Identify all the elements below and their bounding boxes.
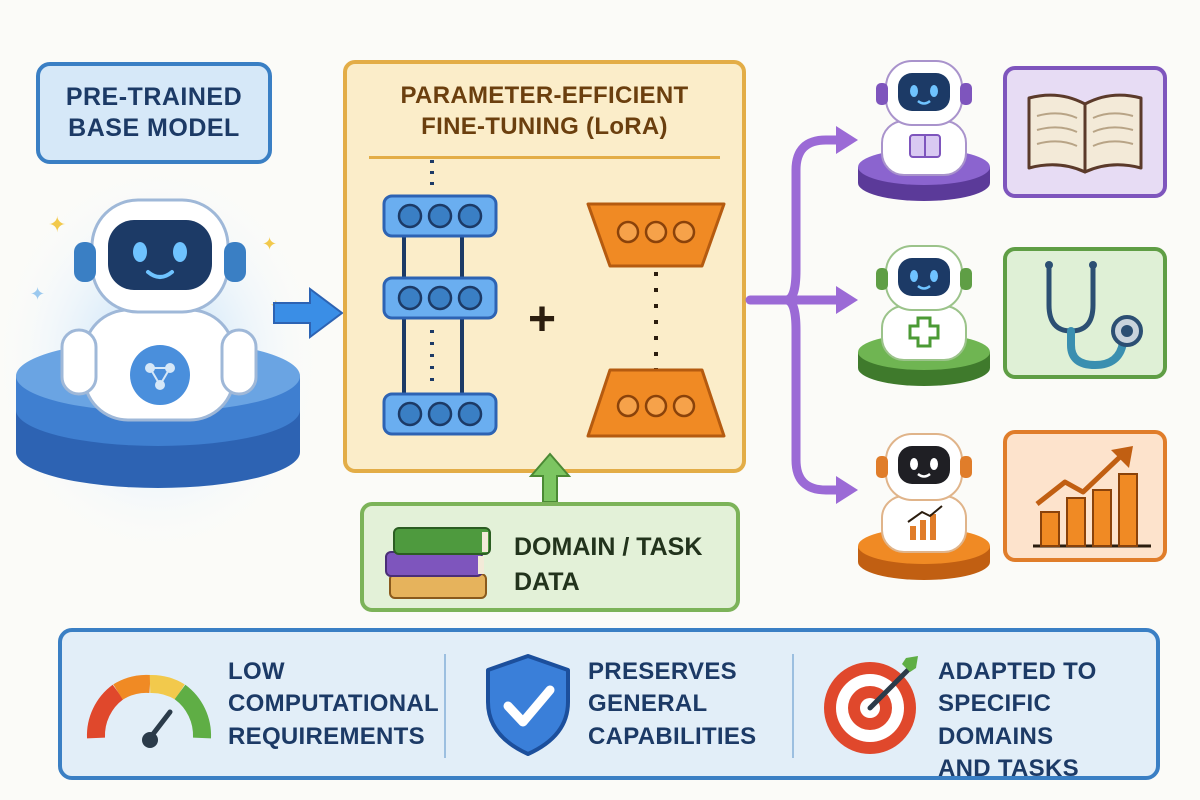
fine-tuning-title-line2: FINE-TUNING (LoRA): [421, 113, 668, 141]
benefit-low-compute-line3: REQUIREMENTS: [228, 722, 425, 750]
benefit-adapted-domains: ADAPTED TO SPECIFIC DOMAINS AND TASKS: [938, 656, 1156, 786]
layer-middle: [382, 276, 498, 320]
benefit-preserves-line1: PRESERVES: [588, 658, 737, 685]
plus-sign: +: [528, 293, 557, 346]
adapted-robot-medical: [858, 245, 990, 386]
lora-up-projection: [586, 368, 726, 438]
domain-card-analytics: [1003, 430, 1167, 562]
adapted-robot-analytics: [858, 433, 990, 580]
fine-tuning-divider: [369, 156, 720, 159]
benefit-adapted-line2: SPECIFIC DOMAINS: [938, 690, 1054, 750]
benefit-preserves-line3: CAPABILITIES: [588, 722, 757, 750]
benefit-preserves-capabilities: PRESERVES GENERAL CAPABILITIES: [588, 656, 757, 753]
domain-task-data-line2: DATA: [514, 568, 580, 596]
growth-chart-icon: [1033, 446, 1151, 548]
arrow-data-to-fine-tuning: [528, 452, 572, 503]
domain-task-data-box: DOMAIN / TASK DATA: [360, 502, 740, 612]
lora-adapter-diagram: [586, 202, 726, 438]
svg-text:✦: ✦: [48, 212, 66, 237]
frozen-weights-diagram: [382, 160, 498, 436]
target-icon: [824, 656, 918, 754]
benefits-divider-2: [792, 654, 794, 758]
benefits-panel: LOW COMPUTATIONAL REQUIREMENTS PRESERVES…: [58, 628, 1160, 782]
adapted-robot-book: [858, 60, 990, 201]
stethoscope-icon: [1045, 261, 1143, 370]
layer-top: [382, 194, 498, 238]
svg-text:✦: ✦: [30, 284, 45, 304]
benefit-adapted-line1: ADAPTED TO: [938, 658, 1097, 685]
books-icon: [385, 527, 491, 599]
benefit-low-compute-line1: LOW: [228, 658, 285, 685]
brain-icon: [130, 345, 190, 405]
benefit-adapted-line3: AND TASKS: [938, 755, 1079, 783]
fine-tuning-title-line1: PARAMETER-EFFICIENT: [400, 82, 689, 109]
lora-down-projection: [586, 202, 726, 268]
base-robot-illustration: [16, 198, 300, 488]
benefit-preserves-line2: GENERAL: [588, 690, 708, 718]
fine-tuning-title: PARAMETER-EFFICIENT FINE-TUNING (LoRA): [347, 80, 742, 142]
domain-task-data-label: DOMAIN / TASK DATA: [514, 530, 724, 600]
branch-arrows: [745, 126, 858, 504]
shield-check-icon: [486, 654, 570, 756]
domain-task-data-line1: DOMAIN / TASK: [514, 533, 703, 561]
svg-text:✦: ✦: [262, 234, 277, 254]
base-model-label-line1: PRE-TRAINED: [65, 82, 243, 111]
benefit-low-compute: LOW COMPUTATIONAL REQUIREMENTS: [228, 656, 439, 753]
benefits-divider-1: [444, 654, 446, 758]
base-model-label-line2: BASE MODEL: [68, 114, 240, 142]
benefit-low-compute-line2: COMPUTATIONAL: [228, 690, 439, 718]
layer-bottom: [382, 392, 498, 436]
domain-card-book: [1003, 66, 1167, 198]
base-model-label: PRE-TRAINED BASE MODEL: [36, 62, 272, 164]
arrow-to-fine-tuning: [273, 287, 344, 339]
book-icon: [1027, 93, 1143, 174]
gauge-icon: [86, 674, 212, 748]
domain-card-medical: [1003, 247, 1167, 379]
